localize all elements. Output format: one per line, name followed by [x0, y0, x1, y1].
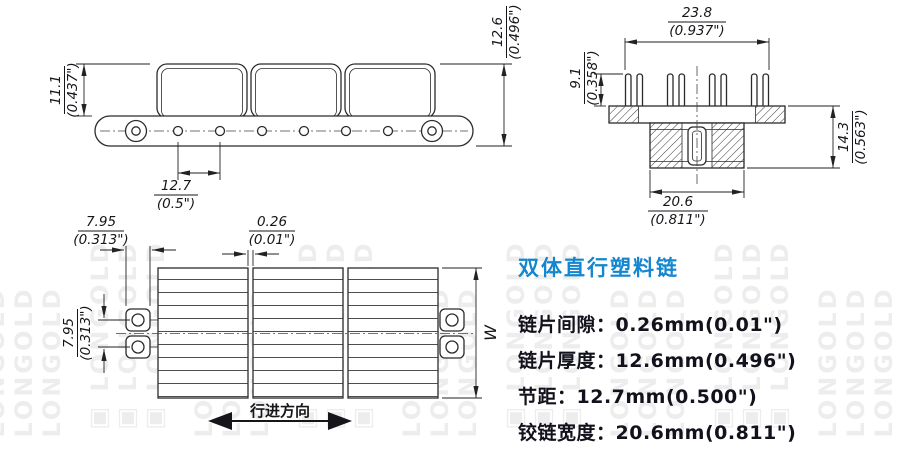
dim-plate-thickness: 12.6 (0.496"): [440, 4, 523, 147]
width-symbol-label: W: [481, 324, 500, 341]
dim-top-width-inch: (0.937"): [669, 23, 724, 39]
dim-loop-width-mm: 7.95: [86, 214, 116, 230]
travel-direction: 行进方向: [208, 402, 352, 430]
end-view: [608, 66, 786, 186]
travel-direction-label: 行进方向: [249, 402, 310, 420]
top-view-plan: [116, 267, 474, 399]
dim-pitch-mm: 12.7: [161, 178, 191, 194]
arrow-right-icon: [328, 412, 352, 430]
spec-title: 双体直行塑料链: [518, 256, 679, 280]
dim-loop-pitch-inch: (0.313"): [78, 305, 94, 360]
dim-plate-gap-inch: (0.01"): [249, 232, 296, 248]
side-view: [94, 63, 474, 147]
dim-prong-height: 9.1 (0.358"): [568, 50, 623, 107]
dim-loop-pitch: 7.95 (0.313"): [61, 294, 130, 373]
dim-hinge-width-inch: (0.811"): [650, 212, 705, 228]
end-view-prongs: [624, 73, 770, 109]
dim-top-width: 23.8 (0.937"): [624, 5, 770, 70]
spec-panel: 双体直行塑料链 链片间隙：0.26mm(0.01") 链片厚度：12.6mm(0…: [518, 252, 890, 450]
dim-plate-gap-mm: 0.26: [257, 214, 287, 230]
dim-side-height-mm: 14.3: [836, 122, 852, 152]
spec-line-hinge-width: 铰链宽度：20.6mm(0.811"): [518, 422, 797, 444]
dim-pitch: 12.7 (0.5"): [154, 142, 221, 212]
dim-side-height-inch: (0.563"): [853, 109, 869, 164]
dim-plate-height-mm: 11.1: [48, 75, 64, 105]
dim-loop-width: 7.95 (0.313"): [73, 214, 176, 306]
spec-line-gap: 链片间隙：0.26mm(0.01"): [518, 314, 783, 336]
spec-line-thickness: 链片厚度：12.6mm(0.496"): [518, 350, 797, 372]
dim-top-width-mm: 23.8: [682, 5, 712, 21]
spec-line-pitch: 节距：12.7mm(0.500"): [518, 386, 758, 408]
dim-prong-height-inch: (0.358"): [585, 50, 601, 105]
dim-prong-height-mm: 9.1: [568, 67, 584, 88]
dim-plate-height-inch: (0.437"): [65, 62, 81, 117]
dim-hinge-width: 20.6 (0.811"): [648, 170, 745, 228]
dim-pitch-inch: (0.5"): [157, 196, 195, 212]
dim-hinge-width-mm: 20.6: [663, 194, 693, 210]
dim-loop-pitch-mm: 7.95: [61, 318, 77, 348]
dim-side-height: 14.3 (0.563"): [747, 105, 869, 169]
dim-plate-gap: 0.26 (0.01"): [222, 214, 295, 266]
dim-loop-width-inch: (0.313"): [73, 232, 128, 248]
dim-plate-thickness-mm: 12.6: [490, 17, 506, 47]
dim-plate-thickness-inch: (0.496"): [507, 4, 523, 59]
dim-plate-height: 11.1 (0.437"): [48, 62, 150, 118]
dim-width-symbol: W: [442, 267, 500, 399]
arrow-left-icon: [208, 412, 232, 430]
